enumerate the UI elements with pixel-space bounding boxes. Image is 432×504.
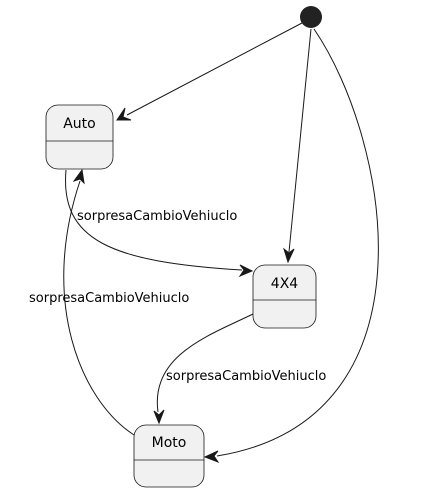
arrowhead-start-to-4x4 [283, 247, 295, 264]
state-4x4-box [252, 264, 317, 329]
state-moto: Moto [133, 424, 205, 488]
arrowhead-moto-to-auto [72, 168, 85, 185]
state-auto-box [45, 104, 114, 170]
state-4x4-name: 4X4 [271, 276, 298, 292]
edge-4x4-to-moto [156, 313, 254, 413]
arrowhead-auto-to-4x4 [238, 264, 254, 278]
state-auto: Auto [45, 104, 114, 170]
edge-moto-to-auto [63, 180, 135, 436]
transition-label-moto-to-auto: sorpresaCambioVehiuclo [29, 291, 189, 306]
transition-label-4x4-to-moto: sorpresaCambioVehiuclo [166, 369, 326, 384]
edge-start-to-moto [216, 28, 379, 457]
state-moto-box [133, 424, 205, 488]
state-4x4: 4X4 [252, 264, 317, 329]
transition-label-auto-to-4x4: sorpresaCambioVehiuclo [77, 209, 237, 224]
arrowhead-4x4-to-moto [153, 409, 165, 425]
arrowhead-start-to-moto [203, 450, 220, 464]
edge-start-to-4x4 [288, 28, 312, 253]
edge-auto-to-4x4 [65, 169, 243, 271]
state-moto-name: Moto [152, 435, 187, 451]
initial-state [300, 6, 322, 28]
edge-start-to-auto [126, 22, 303, 116]
state-auto-name: Auto [63, 116, 96, 132]
arrowhead-start-to-auto [116, 107, 132, 121]
